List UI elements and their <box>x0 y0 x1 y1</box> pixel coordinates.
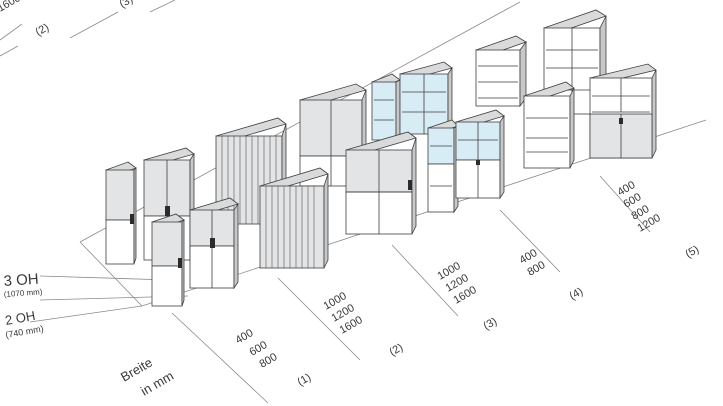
width-axis-label: Breite in mm <box>118 355 176 399</box>
height-2oh-label: 2 OH <box>4 308 36 328</box>
cabinet-glass-wide-front <box>455 109 505 200</box>
column-4-labels: 400 800 (4) <box>518 247 586 303</box>
cropped-width-label: 1600 <box>0 0 23 15</box>
height-labels: 3 OH (1070 mm) 2 OH (740 mm) <box>3 271 44 340</box>
column-2-labels: 1000 1200 1600 (2) <box>322 290 406 359</box>
cabinet-tambour-front <box>259 167 329 269</box>
cabinet-glass-narrow-front <box>427 119 459 214</box>
tambour-slats-front <box>265 186 315 268</box>
cabinet-door-low-narrow <box>151 213 185 307</box>
cabinet-door-tall-narrow <box>105 161 137 265</box>
column-1-labels: 400 600 800 (1) <box>234 327 314 389</box>
cropped-grid <box>0 0 176 57</box>
cabinet-shelf-doors-right <box>589 63 657 159</box>
cropped-column-id-2: (2) <box>34 21 52 38</box>
column-5-labels: 400 600 800 1200 (5) <box>616 179 702 261</box>
height-3oh-label: 3 OH <box>3 271 39 290</box>
cropped-column-id-3: (3) <box>118 0 136 11</box>
col2-id: (2) <box>388 341 406 358</box>
tambour-slats-back <box>221 136 277 224</box>
cabinet-slide-front <box>345 131 417 235</box>
cabinet-shelf-mid <box>523 81 575 169</box>
height-3oh-mm: (1070 mm) <box>4 287 44 299</box>
column-3-labels: 1000 1200 1600 (3) <box>436 260 500 333</box>
cropped-top-labels: 1600 (2) (3) <box>0 0 135 39</box>
col3-id: (3) <box>482 315 500 332</box>
cabinet-glass-narrow-back <box>371 73 401 141</box>
col1-id: (1) <box>296 371 314 388</box>
col1-w0: 400 <box>234 327 256 347</box>
cabinet-door-low-wide <box>189 197 239 290</box>
col5-id: (5) <box>684 243 702 260</box>
cabinet-shelf-tall-back-left <box>475 35 527 108</box>
col4-id: (4) <box>568 285 586 302</box>
